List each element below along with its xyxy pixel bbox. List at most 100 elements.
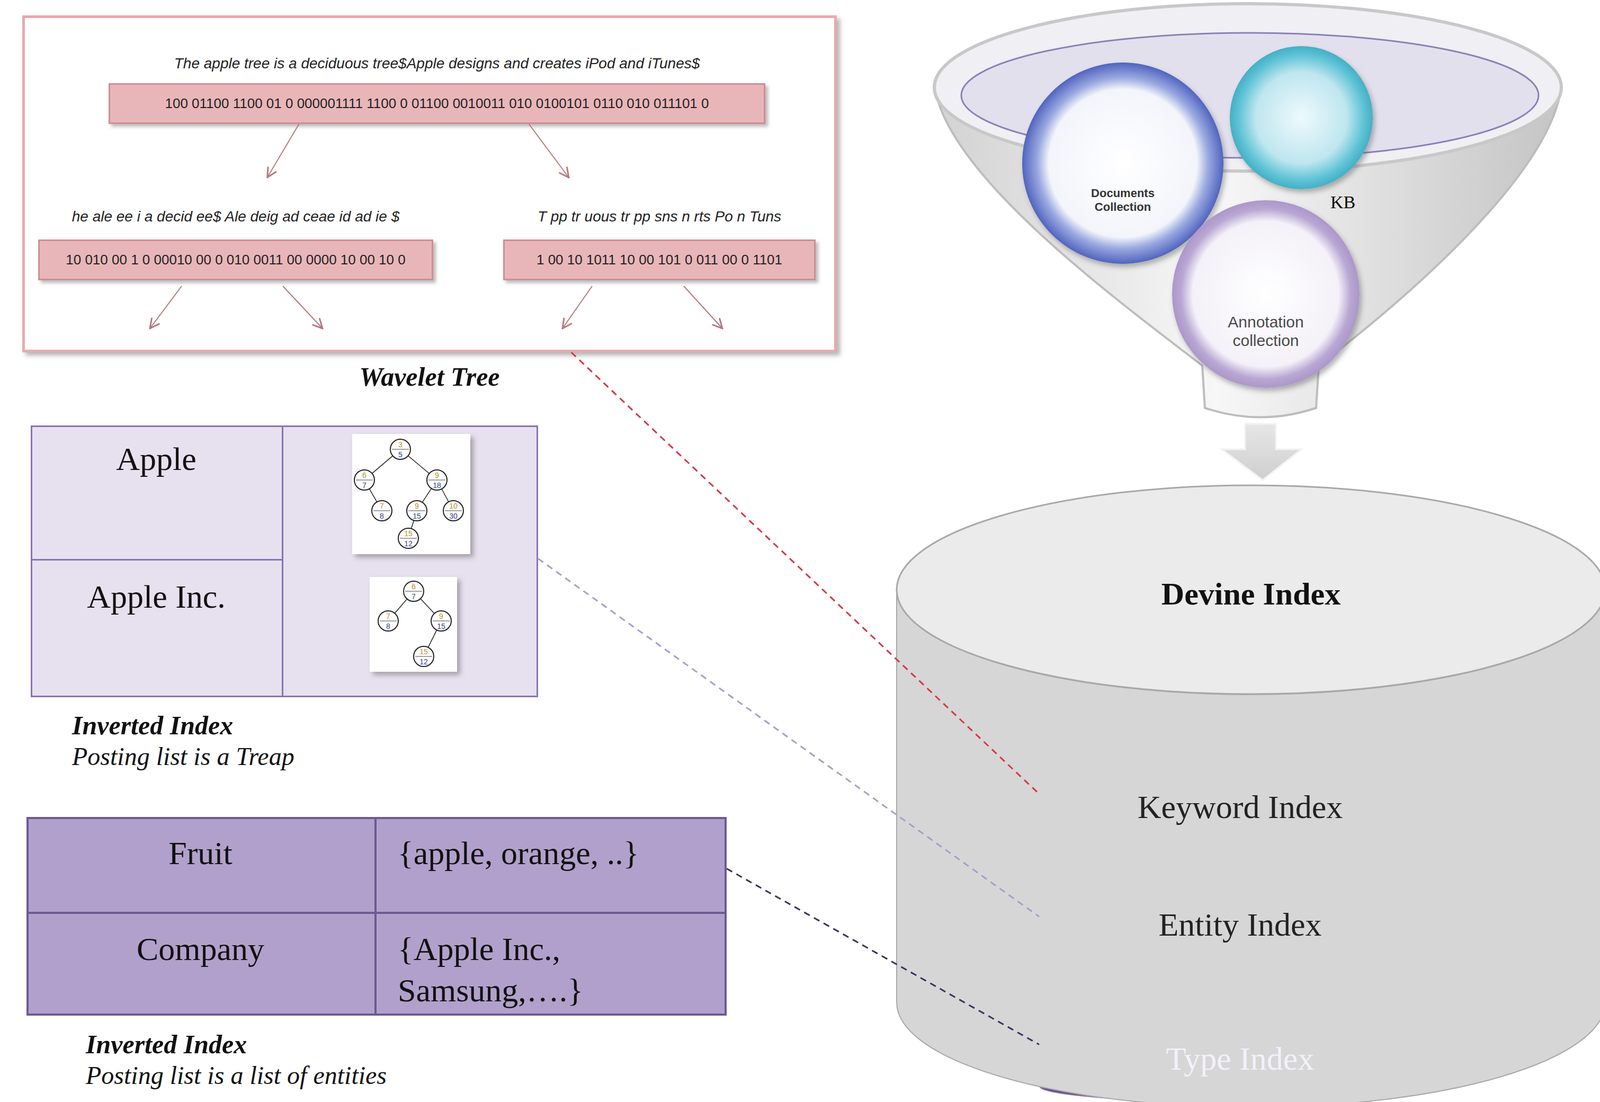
- treap-number: 9: [439, 611, 444, 621]
- table-cell-text: Apple: [115, 438, 197, 480]
- bit-vector-bar: 100 01100 1100 01 0 000001111 1100 0 011…: [108, 83, 766, 124]
- source-sequence: T pp tr uous tr pp sns n rts Po n Tuns: [537, 208, 782, 226]
- treap-number: 5: [398, 450, 403, 459]
- bit-vector-node: The apple tree is a deciduous tree$Apple…: [108, 55, 766, 124]
- treap-number: 8: [379, 511, 384, 521]
- connectors: [267, 123, 1040, 1045]
- subtree-arrow: [282, 285, 323, 329]
- treap-link: [441, 488, 449, 502]
- bit-vector: 100 01100 1100 01 0 000001111 1100 0 011…: [164, 95, 709, 112]
- bit-vector-bar: 10 010 00 1 0 00010 00 0 010 0011 00 000…: [38, 239, 434, 281]
- treap-link: [369, 488, 377, 503]
- treap-number: 15: [436, 621, 446, 631]
- treap-divider: [432, 620, 450, 622]
- treap-link: [420, 598, 435, 614]
- treap-number: 9: [434, 470, 440, 480]
- table-cell-text: {Apple Inc., Samsung,….}: [397, 928, 631, 1011]
- collection-label: Annotation collection: [1207, 313, 1325, 350]
- caption-note: Posting list is a Treap: [72, 740, 295, 772]
- treap-number: 7: [386, 611, 391, 621]
- sentence-holder: he ale ee i a decid ee$ Ale deig ad ceae…: [38, 208, 434, 226]
- treap-number: 6: [411, 582, 416, 591]
- treap-node: [443, 500, 464, 521]
- wavelet-tree-panel: The apple tree is a deciduous tree$Apple…: [22, 15, 837, 353]
- treap-node: [354, 469, 375, 490]
- caption-title: Inverted Index: [72, 710, 295, 741]
- kb-label: KB: [1330, 192, 1356, 213]
- source-sequence: he ale ee i a decid ee$ Ale deig ad ceae…: [72, 208, 400, 226]
- treap-number: 7: [411, 592, 416, 601]
- treap-number: 7: [379, 501, 384, 511]
- treap-frame: [369, 576, 458, 672]
- sentence-holder: T pp tr uous tr pp sns n rts Po n Tuns: [503, 208, 816, 226]
- treap-divider: [373, 510, 391, 512]
- treap-node: [426, 469, 448, 490]
- cylinder-top: [896, 485, 1600, 694]
- dashed-link: [726, 868, 1040, 1045]
- caption-holder: KB: [1330, 192, 1356, 213]
- treap-node: [413, 646, 434, 667]
- type-table: Fruit {apple, orange, ..} Company {Apple In…: [26, 816, 727, 1016]
- bit-vector-bar: 1 00 10 1011 10 00 101 0 011 00 0 1101: [503, 239, 816, 281]
- table-cell: Fruit: [26, 816, 377, 914]
- subtree-arrow: [683, 285, 723, 329]
- index-cylinder: Keyword IndexEntity IndexType IndexDevin…: [896, 484, 1600, 1102]
- treap-number: 8: [386, 621, 391, 631]
- treap-node: [406, 500, 427, 521]
- treap-picture: [352, 433, 471, 554]
- caption-holder: Inverted IndexPosting list is a list of …: [85, 1029, 387, 1090]
- treap-link: [422, 488, 432, 503]
- treap-divider: [415, 656, 433, 657]
- treap-number: 9: [414, 501, 419, 511]
- treap-link: [411, 520, 415, 529]
- tree-arrow: [267, 123, 300, 178]
- table-cell-text: Fruit: [168, 832, 233, 874]
- collection-label: Documents Collection: [1080, 186, 1166, 214]
- treap-number: 10: [449, 501, 458, 511]
- treap-node: [398, 528, 419, 549]
- treap-node: [390, 439, 411, 460]
- entity-table: AppleApple Inc.Inverted IndexPosting lis…: [30, 425, 539, 697]
- treap-number: 3: [398, 440, 403, 449]
- dashed-link: [538, 558, 1040, 917]
- treap-frame: [352, 433, 471, 554]
- table-cell: {apple, orange, ..}: [376, 816, 727, 914]
- table-cell-text: Apple Inc.: [86, 576, 226, 618]
- treap-divider: [391, 449, 409, 450]
- treap-divider: [444, 510, 462, 512]
- treap-node: [431, 610, 452, 631]
- index-title: Devine Index: [1161, 575, 1341, 613]
- dashed-link: [571, 352, 1040, 794]
- bit-vector-node: he ale ee i a decid ee$ Ale deig ad ceae…: [38, 177, 434, 281]
- treap-number: 18: [432, 480, 442, 490]
- bit-vector: 1 00 10 1011 10 00 101 0 011 00 0 1101: [536, 251, 783, 268]
- treap-numbers: 3567918789151030151267789151512: [362, 440, 458, 666]
- treap-number: 15: [404, 529, 413, 538]
- table-cell: {Apple Inc., Samsung,….}: [376, 913, 727, 1016]
- treap-divider: [379, 620, 397, 622]
- treap-number: 12: [419, 657, 428, 666]
- caption-holder: Inverted IndexPosting list is a Treap: [72, 710, 295, 772]
- treap-link: [394, 598, 407, 613]
- bit-vector: 10 010 00 1 0 00010 00 0 010 0011 00 000…: [65, 251, 406, 268]
- caption-title: Inverted Index: [85, 1029, 387, 1060]
- treap-link: [408, 455, 430, 474]
- treap-link: [427, 629, 437, 648]
- table-cell: Apple Inc.: [30, 560, 284, 697]
- treap-divider: [428, 479, 446, 481]
- index-part-label: Entity Index: [1158, 905, 1322, 944]
- treap-figures: 3567918789151030151267789151512: [352, 433, 471, 672]
- caption-holder: Wavelet Tree: [24, 361, 835, 392]
- tree-arrow: [529, 123, 569, 178]
- treap-number: 6: [362, 470, 367, 480]
- treap-divider: [399, 538, 417, 539]
- treap-number: 7: [362, 480, 367, 490]
- treap-node: [378, 610, 399, 631]
- treap-divider: [405, 591, 423, 592]
- table-cell-text: {apple, orange, ..}: [397, 832, 639, 874]
- subtree-arrow: [562, 285, 593, 329]
- table-cell: Company: [26, 913, 377, 1016]
- table-cell: Apple: [30, 425, 284, 561]
- table-cell-text: Company: [136, 928, 265, 970]
- treap-divider: [355, 479, 373, 481]
